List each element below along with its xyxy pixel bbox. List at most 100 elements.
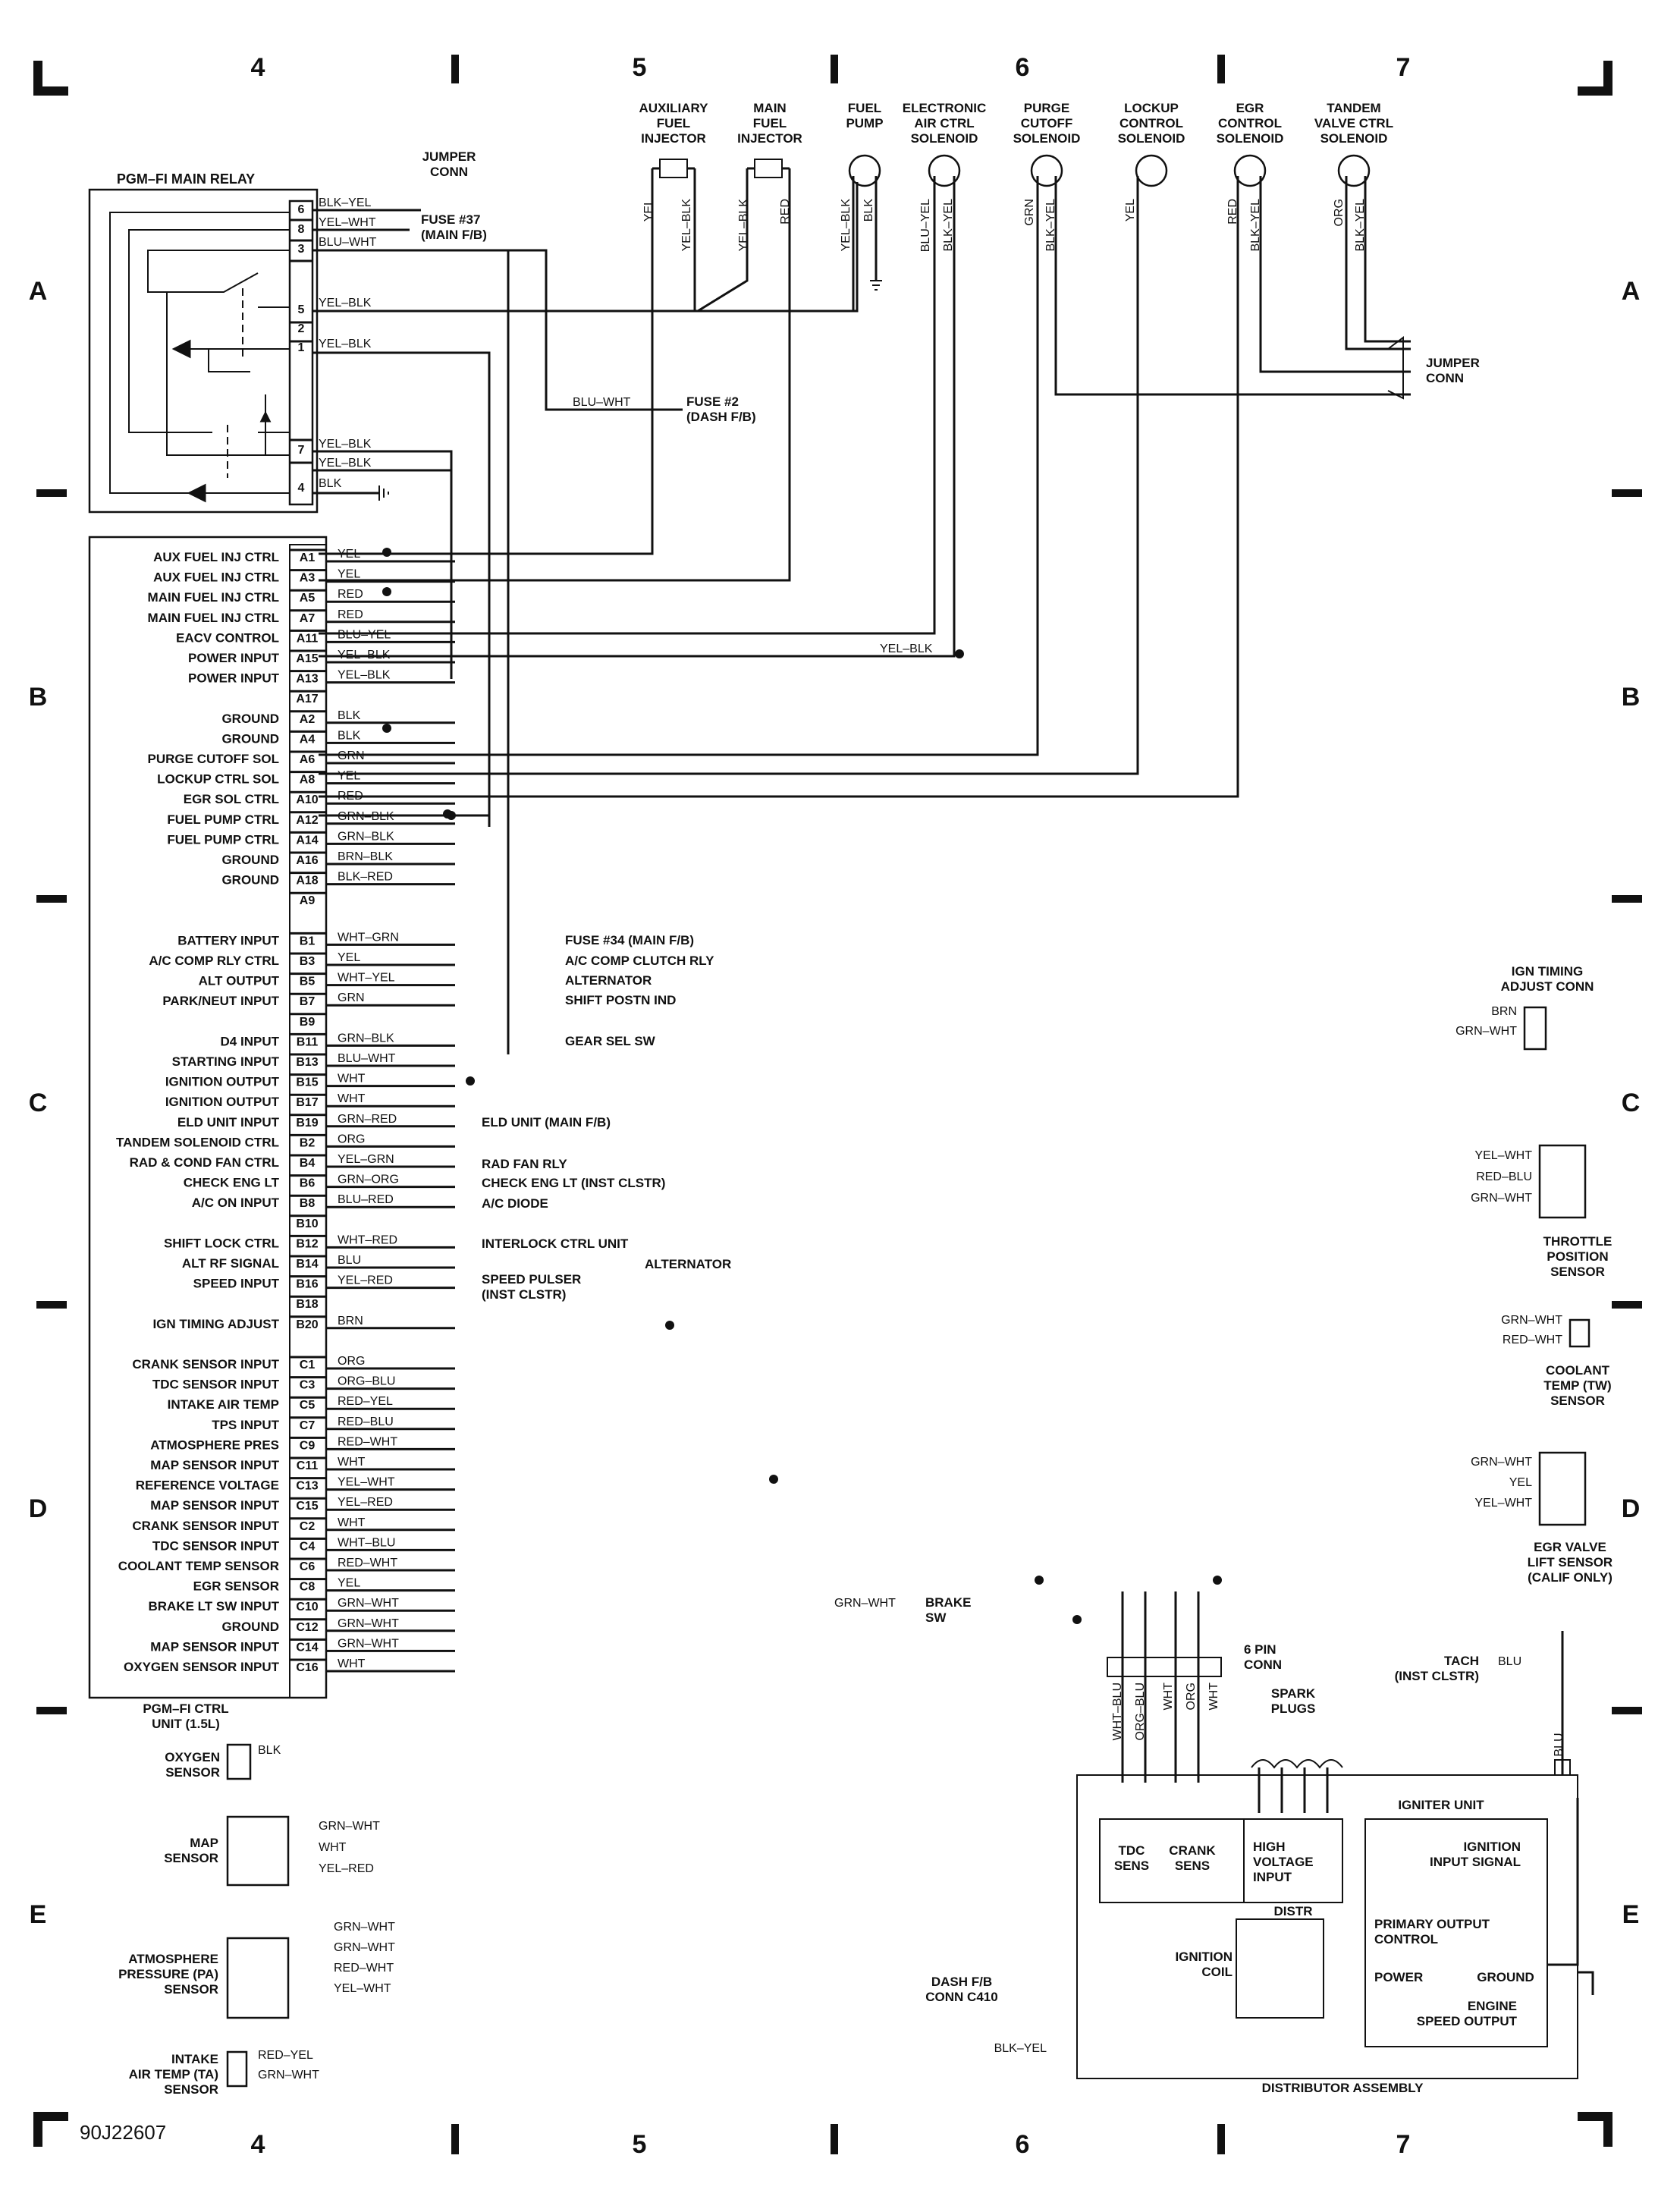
ecu-wire-label: RED–YEL (338, 1395, 393, 1408)
ecu-pin-id: A4 (300, 733, 316, 746)
six-pin-wire: ORG–BLU (1134, 1683, 1147, 1740)
ecu-wire-label: WHT–RED (338, 1233, 397, 1246)
distributor-assembly-label: DISTRIBUTOR ASSEMBLY (1262, 2081, 1424, 2095)
distr-label: DISTR (1274, 1904, 1313, 1918)
grid-row-label: E (30, 1900, 47, 1929)
tps-wire: GRN–WHT (1471, 1192, 1532, 1205)
ecu-pin-label: ALT OUTPUT (199, 974, 280, 988)
igniter-unit-label: IGNITER UNIT (1398, 1798, 1484, 1812)
ecu-pin-label: BRAKE LT SW INPUT (148, 1599, 279, 1613)
top-wire-label: BLK–YEL (1044, 199, 1057, 251)
ecu-pin-id: B13 (296, 1056, 318, 1069)
splice-dot (955, 649, 964, 658)
relay-pin-number: 6 (298, 203, 305, 216)
grid-column-label: 6 (1016, 53, 1030, 82)
power-label: POWER (1374, 1970, 1423, 1984)
ecu-pin-label: FUEL PUMP CTRL (167, 832, 279, 847)
ecu-wire-label: GRN–WHT (338, 1637, 399, 1650)
ecu-wire-label: BLK (338, 709, 361, 722)
ecu-wire-label: BLU–YEL (338, 628, 391, 641)
ecu-pin-label: MAIN FUEL INJ CTRL (148, 590, 279, 605)
ecu-pin-label: IGNITION OUTPUT (165, 1075, 280, 1089)
ecu-pin-id: A5 (300, 592, 316, 605)
grid-row-label: D (29, 1494, 48, 1523)
ecu-pin-label: MAP SENSOR INPUT (150, 1639, 279, 1654)
ecu-pin-label: TDC SENSOR INPUT (152, 1538, 280, 1553)
top-wire-label: YEL–BLK (737, 199, 750, 252)
egr-lift-wire: YEL–WHT (1474, 1497, 1532, 1510)
ecu-pin-label: COOLANT TEMP SENSOR (118, 1559, 279, 1573)
ecu-wire-label: WHT (338, 1456, 366, 1469)
ecu-pin-id: B19 (296, 1117, 318, 1130)
splice-dot (466, 1076, 475, 1086)
ecu-wire-label: YEL (338, 568, 360, 581)
ecu-wire-label: BRN–BLK (338, 850, 393, 863)
ta-wire: GRN–WHT (258, 2069, 319, 2082)
ecu-pin-id: C6 (300, 1560, 316, 1573)
grid-row-label: A (1622, 277, 1641, 306)
ecu-pin-label: GROUND (221, 1620, 279, 1634)
ecu-wire-label: RED–WHT (338, 1557, 397, 1569)
ecu-pin-label: EACV CONTROL (176, 630, 279, 645)
ecu-pin-label: SHIFT LOCK CTRL (164, 1236, 279, 1250)
pa-wire: GRN–WHT (334, 1941, 395, 1954)
ecu-pin-label: INTAKE AIR TEMP (168, 1397, 279, 1412)
ecu-pin-id: B3 (300, 955, 316, 968)
top-wire-label: BLK–YEL (1249, 199, 1262, 251)
coolant-wire: GRN–WHT (1501, 1314, 1562, 1327)
ecu-wire-label: GRN–BLK (338, 1032, 394, 1045)
ecu-pin-label: CRANK SENSOR INPUT (132, 1519, 279, 1533)
splice-dot (1035, 1576, 1044, 1585)
splice-dot (1072, 1615, 1082, 1624)
ecu-pin-id: B5 (300, 976, 316, 988)
top-wire-label: BLK–YEL (1354, 199, 1367, 251)
ecu-wire-label: YEL–BLK (338, 649, 391, 661)
grid-column-label: 4 (251, 2130, 265, 2159)
ecu-pin-id: B17 (296, 1096, 318, 1109)
top-wire-label: BLK (862, 199, 875, 222)
ecu-wire-label: YEL (338, 951, 360, 964)
relay-wire-label: YEL–BLK (319, 297, 372, 309)
ecu-wire-label: BLU (338, 1254, 361, 1267)
ecu-wire-label: BLK–RED (338, 871, 393, 884)
external-connection-label: A/C DIODE (482, 1196, 548, 1211)
ecu-pin-id: C12 (296, 1621, 318, 1634)
relay-wire-label: BLK (319, 477, 342, 490)
external-connection-label: CHECK ENG LT (INST CLSTR) (482, 1176, 665, 1190)
ecu-pin-label: EGR SENSOR (193, 1579, 279, 1594)
ecu-pin-id: A1 (300, 551, 316, 564)
grid-row-label: E (1622, 1900, 1640, 1929)
relay-pin-number: 4 (298, 482, 305, 495)
ecu-wire-label: YEL (338, 1577, 360, 1590)
ecu-pin-label: GROUND (221, 712, 279, 726)
ecu-pin-id: C15 (296, 1500, 318, 1513)
relay-wire-label: YEL–BLK (319, 438, 372, 451)
top-wire-label: BLK–YEL (942, 199, 955, 251)
top-wire-label: ORG (1333, 199, 1346, 226)
ecu-pin-id: B6 (300, 1177, 316, 1190)
ecu-wire-label: GRN–BLK (338, 810, 394, 823)
ecu-wire-label: WHT (338, 1073, 366, 1086)
grid-column-label: 7 (1396, 53, 1411, 82)
ecu-pin-id: C16 (296, 1661, 318, 1674)
ground-label: GROUND (1477, 1970, 1534, 1984)
main-relay-title: PGM–FI MAIN RELAY (117, 171, 255, 187)
external-connection-label: ALTERNATOR (565, 973, 652, 988)
top-wire-label: RED (1226, 199, 1239, 225)
ecu-pin-id: A9 (300, 894, 316, 907)
dash-wire: BLK–YEL (994, 2042, 1047, 2055)
blu-wire: BLU (1553, 1733, 1565, 1756)
ecu-pin-id: B1 (300, 935, 316, 947)
grid-column-label: 5 (633, 2130, 647, 2159)
